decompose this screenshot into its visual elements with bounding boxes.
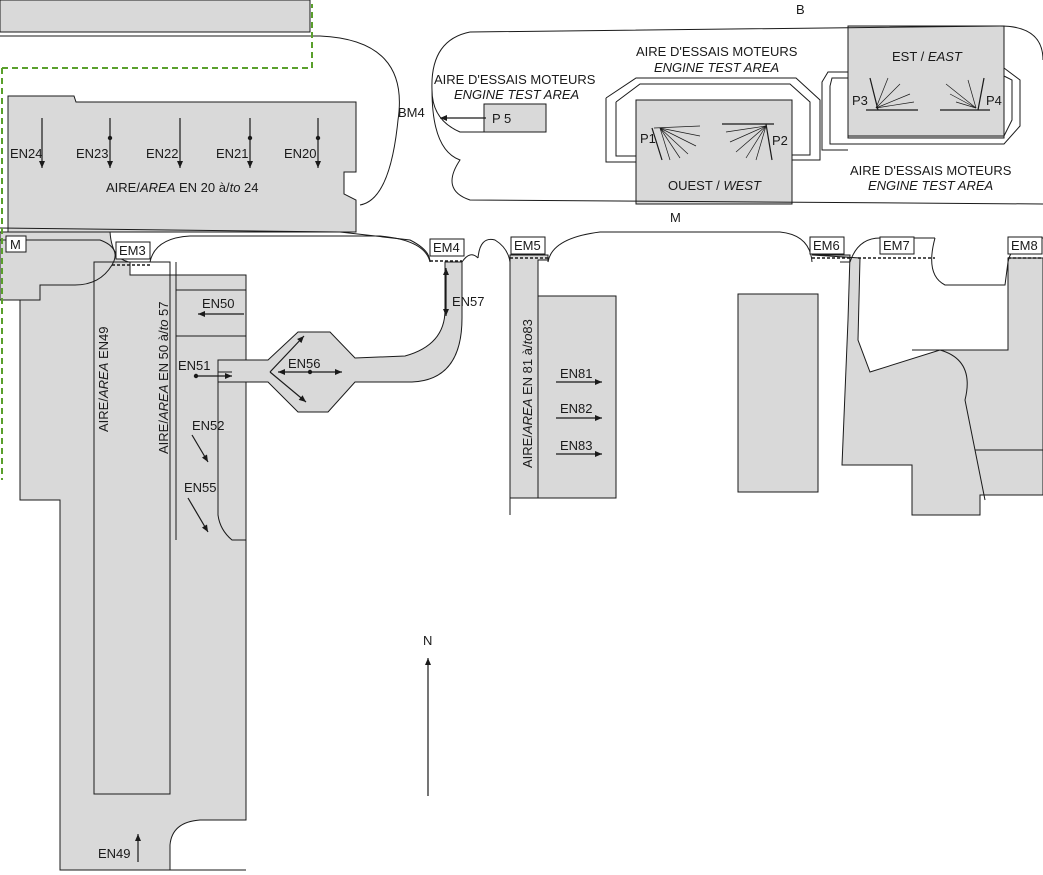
label-ouest: OUEST / WEST bbox=[668, 178, 762, 193]
area-50-57-label: AIRE/AREA EN 50 à/to 57 bbox=[156, 302, 171, 455]
top-strip bbox=[0, 0, 311, 33]
stand-en56: EN56 bbox=[288, 356, 321, 371]
em4-box bbox=[429, 238, 465, 257]
pad-west-test bbox=[635, 99, 793, 205]
area-49-outline bbox=[93, 261, 171, 795]
east-test-frame bbox=[821, 67, 1021, 151]
taxiway-edge-m bbox=[0, 239, 116, 301]
stand-en49: EN49 bbox=[98, 846, 131, 861]
test-area-west-en: ENGINE TEST AREA bbox=[654, 60, 779, 75]
test-area-center-en: ENGINE TEST AREA bbox=[454, 87, 579, 102]
em7-box bbox=[879, 236, 915, 255]
stand-dots bbox=[107, 135, 321, 379]
taxiway-m-upper bbox=[0, 227, 431, 263]
north-label: N bbox=[423, 633, 432, 648]
west-test-frame bbox=[605, 77, 821, 163]
stand-en23: EN23 bbox=[76, 146, 109, 161]
stand-en55: EN55 bbox=[184, 480, 217, 495]
area-20-24-label: AIRE/AREA EN 20 à/to 24 bbox=[106, 180, 259, 195]
label-p5: P 5 bbox=[492, 111, 511, 126]
stand-en22: EN22 bbox=[146, 146, 179, 161]
stand-en50: EN50 bbox=[202, 296, 235, 311]
em8-box bbox=[1007, 236, 1043, 255]
area-81-83-label: AIRE/AREA EN 81 à/to83 bbox=[520, 319, 535, 468]
stand-arrows bbox=[39, 115, 602, 862]
label-est: EST / EAST bbox=[892, 49, 963, 64]
label-m-top: M bbox=[670, 210, 681, 225]
label-em3: EM3 bbox=[119, 243, 146, 258]
label-p4: P4 bbox=[986, 93, 1002, 108]
label-p2: P2 bbox=[772, 133, 788, 148]
taxiway-edge-top bbox=[0, 35, 400, 206]
fan-p4 bbox=[940, 77, 990, 111]
label-p1: P1 bbox=[640, 131, 656, 146]
pad-east-test bbox=[847, 25, 1005, 139]
apron-en20-24 bbox=[7, 95, 357, 233]
apron-right-1 bbox=[737, 293, 819, 493]
stand-en82: EN82 bbox=[560, 401, 593, 416]
test-area-east-fr: AIRE D'ESSAIS MOTEURS bbox=[850, 163, 1012, 178]
fan-p2 bbox=[722, 123, 774, 161]
stand-en51: EN51 bbox=[178, 358, 211, 373]
stand-en21: EN21 bbox=[216, 146, 249, 161]
taxiway-m-main bbox=[149, 231, 1043, 263]
em-stoplines bbox=[112, 257, 1043, 266]
loop-road bbox=[431, 25, 1043, 205]
apron-right-2 bbox=[811, 254, 1043, 516]
label-em8: EM8 bbox=[1011, 238, 1038, 253]
em3-box bbox=[115, 241, 151, 260]
boundary-line bbox=[1, 4, 313, 480]
label-p3: P3 bbox=[852, 93, 868, 108]
m-left-box bbox=[5, 235, 27, 253]
label-bm4: BM4 bbox=[398, 105, 425, 120]
test-area-east-en: ENGINE TEST AREA bbox=[868, 178, 993, 193]
stand-en20: EN20 bbox=[284, 146, 317, 161]
stand-en81: EN81 bbox=[560, 366, 593, 381]
stand-en57: EN57 bbox=[452, 294, 485, 309]
test-area-center-fr: AIRE D'ESSAIS MOTEURS bbox=[434, 72, 596, 87]
test-area-west-fr: AIRE D'ESSAIS MOTEURS bbox=[636, 44, 798, 59]
right-edges bbox=[840, 237, 1043, 501]
label-em5: EM5 bbox=[514, 238, 541, 253]
stand-en52: EN52 bbox=[192, 418, 225, 433]
stand-en24: EN24 bbox=[10, 146, 43, 161]
em6-box bbox=[809, 236, 845, 255]
area-49-label: AIRE/AREA EN49 bbox=[96, 326, 111, 432]
fan-p3 bbox=[866, 77, 918, 111]
label-em7: EM7 bbox=[883, 238, 910, 253]
em5-box bbox=[510, 236, 546, 255]
label-m-left: M bbox=[10, 237, 21, 252]
hexagon-en56 bbox=[217, 261, 463, 413]
stand-en83: EN83 bbox=[560, 438, 593, 453]
fan-p1 bbox=[651, 125, 701, 161]
center-edges bbox=[60, 254, 549, 871]
label-em6: EM6 bbox=[813, 238, 840, 253]
label-b: B bbox=[796, 2, 805, 17]
label-em4: EM4 bbox=[433, 240, 460, 255]
